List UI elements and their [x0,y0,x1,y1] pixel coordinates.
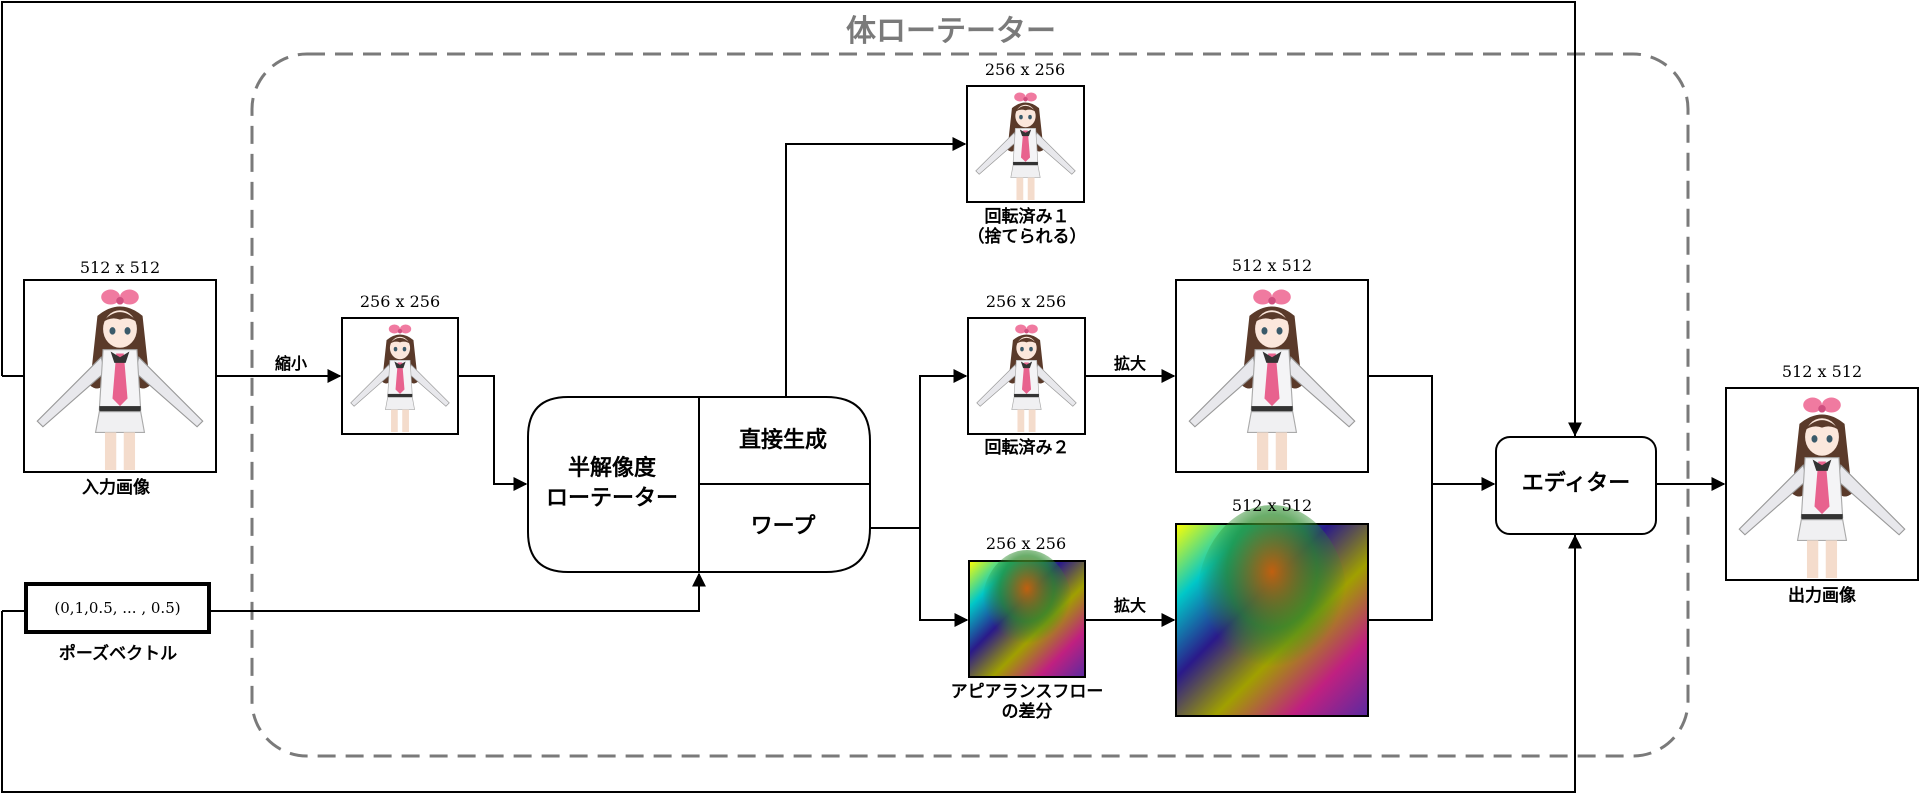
rotated1-label-line2: （捨てられる） [967,227,1087,247]
rotated2-up-size-label: 512 x 512 [1231,256,1313,275]
arrow-rotated2 [919,369,968,528]
input-size-label: 512 x 512 [79,258,161,277]
rotated1-size-label: 256 x 256 [984,60,1066,79]
pose-vector-box: (0,1,0.5, ... , 0.5) [24,582,211,634]
rotated1-label: 回転済み１ （捨てられる） [968,207,1087,247]
flow-small-label: アピアランスフロー の差分 [951,682,1104,722]
merge-lower [1368,484,1433,621]
pose-vector-label: ポーズベクトル [58,644,178,664]
edge-upscale2-label: 拡大 [1113,596,1147,615]
input-image [25,281,215,471]
input-label: 入力画像 [82,478,150,498]
arrow-pose [211,572,706,612]
flow-up-blob [1197,505,1347,695]
arrow-to-rotator [458,375,528,491]
editor-box [1495,436,1657,535]
flow-small-size-label: 256 x 256 [985,534,1067,553]
flow-small-label-line1: アピアランスフロー [950,682,1104,702]
rotated1-image [968,87,1083,201]
editor-label: エディター [1521,471,1631,496]
rotator-label-line1: 半解像度 [567,456,657,481]
downscaled-size-label: 256 x 256 [359,292,441,311]
rotated1-label-line1: 回転済み１ [984,207,1070,227]
diagram-title: 体ローテーター [846,14,1056,49]
downscaled-image [343,319,457,433]
edge-shrink-label: 縮小 [274,354,308,373]
rotator-label: 半解像度 ローテーター [546,454,678,514]
flow-up-size-label: 512 x 512 [1231,496,1313,515]
rotator-label-line2: ローテーター [545,486,679,511]
rotated2-up-image [1177,281,1367,471]
arrow-flow [919,528,969,627]
edge-upscale1-label: 拡大 [1113,354,1147,373]
rotated2-label: 回転済み２ [984,438,1070,458]
output-label: 出力画像 [1788,586,1856,606]
output-image [1727,389,1917,579]
output-size-label: 512 x 512 [1781,362,1863,381]
merge-upper [1368,375,1433,484]
flow-small-label-line2: の差分 [1001,702,1053,722]
direct-generation-label: 直接生成 [738,428,828,453]
rotated2-size-label: 256 x 256 [985,292,1067,311]
rotated2-image [969,319,1084,433]
arrow-direct [785,137,967,397]
dashed-region [250,52,1690,758]
flow-small-blob [982,550,1072,660]
warp-label: ワープ [750,514,816,539]
